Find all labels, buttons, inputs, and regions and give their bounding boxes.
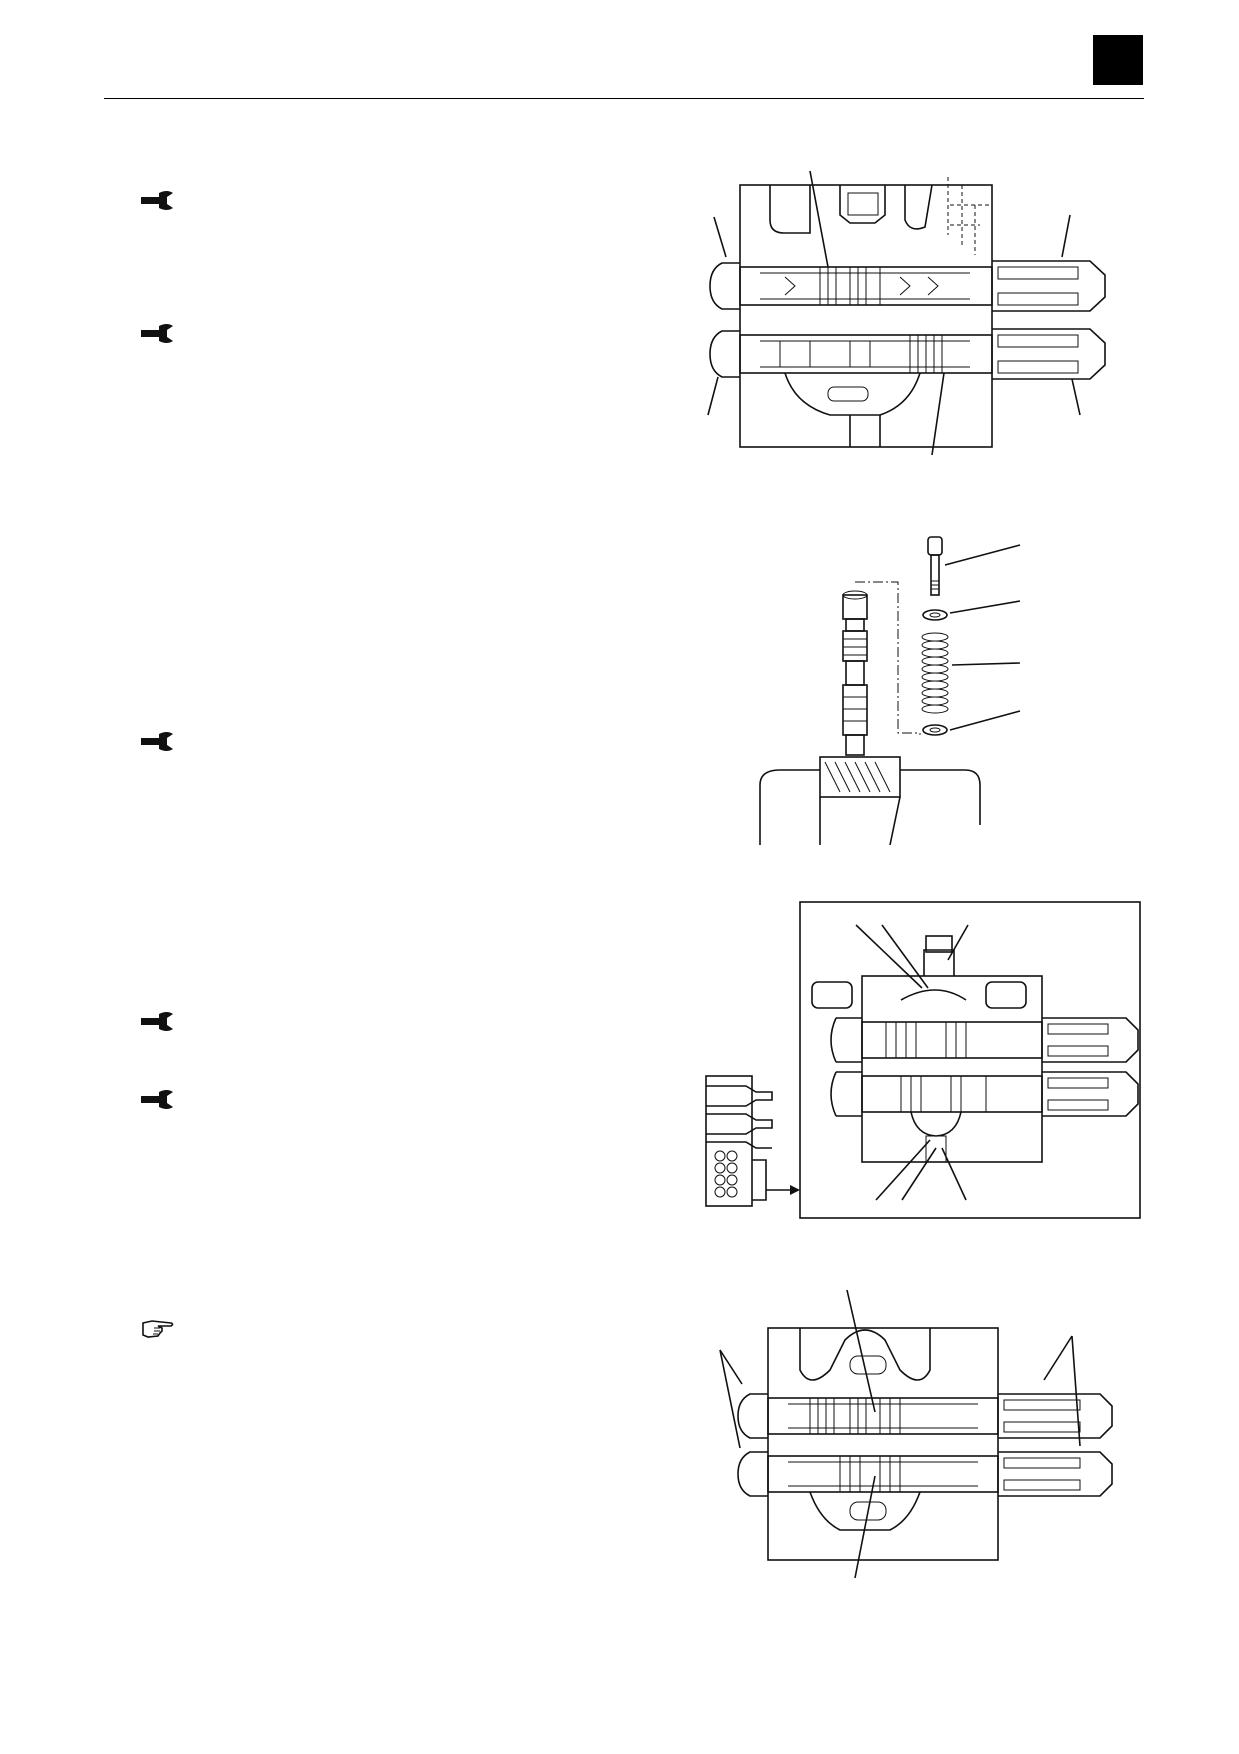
wrench-icon	[141, 732, 173, 751]
header-rule	[104, 98, 1144, 99]
pointing-hand-icon	[142, 1320, 174, 1338]
valve-section-figure-1	[700, 165, 1140, 465]
valve-section-figure-2	[700, 1280, 1140, 1580]
wrench-icon	[141, 1090, 173, 1109]
spool-spring-assembly-figure	[740, 525, 1030, 855]
valve-detail-inset-figure	[686, 900, 1144, 1220]
wrench-icon	[141, 191, 173, 210]
wrench-icon	[141, 1012, 173, 1031]
section-tab	[1093, 35, 1143, 85]
wrench-icon	[141, 324, 173, 343]
